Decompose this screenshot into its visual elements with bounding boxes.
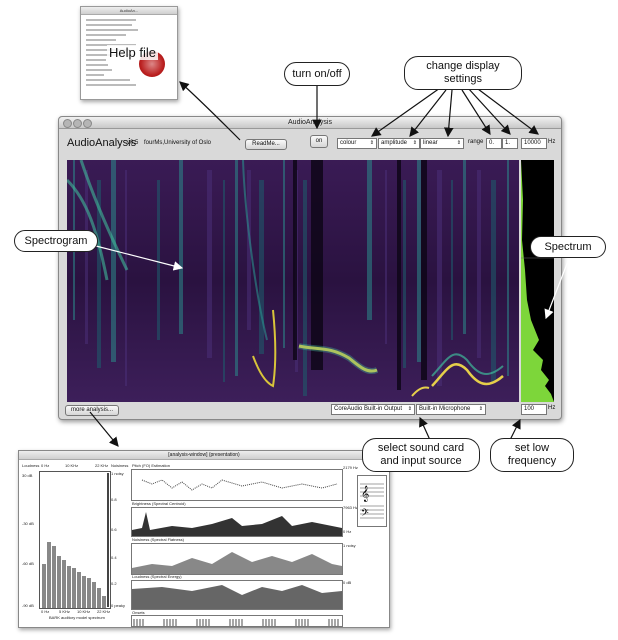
bark-loudness-label: Loudness bbox=[22, 463, 40, 468]
spectrum-display bbox=[521, 160, 554, 402]
max-frequency-field[interactable]: 10000 bbox=[521, 138, 547, 149]
noisiness-scale-2: 0.4 bbox=[111, 555, 117, 560]
music-staff-display: 𝄞 𝄢 bbox=[357, 475, 387, 527]
callout-spectrum: Spectrum bbox=[530, 236, 606, 258]
brightness-trace bbox=[132, 512, 342, 536]
sound-card-value: CoreAudio Built-in Output bbox=[334, 406, 403, 412]
range-label: range bbox=[468, 139, 484, 145]
noisiness-scale-0: 0.8 bbox=[111, 497, 117, 502]
minimize-window-button[interactable] bbox=[73, 119, 82, 128]
callout-low-frequency: set low frequency bbox=[490, 438, 574, 472]
close-window-button[interactable] bbox=[63, 119, 72, 128]
scale-select[interactable]: amplitude ⇕ bbox=[378, 138, 420, 149]
bark-freq-bottom-1: 5 KHz bbox=[59, 609, 70, 614]
noisiness-scale-1: 0.6 bbox=[111, 527, 117, 532]
treble-bass-clef-icon: 𝄞 𝄢 bbox=[360, 483, 384, 521]
pitch-panel bbox=[131, 469, 343, 501]
app-name: AudioAnalysis bbox=[67, 137, 137, 149]
more-analysis-button[interactable]: more analysis... bbox=[65, 405, 119, 416]
bark-db-top: 30 dB bbox=[22, 473, 33, 478]
bark-freq-bottom-0: 0 Hz bbox=[41, 609, 50, 614]
loudness-max: 0 dB bbox=[343, 580, 352, 585]
select-arrows-icon: ⇕ bbox=[456, 140, 461, 146]
noisiness-panel-title: Noisiness (Spectral Flatness) bbox=[132, 537, 185, 542]
max-frequency-unit: Hz bbox=[548, 139, 556, 145]
bark-freq-top-1: 10 KHz bbox=[65, 463, 79, 468]
brightness-max: 7963 Hz bbox=[343, 505, 358, 510]
readme-button[interactable]: ReadMe... bbox=[245, 139, 287, 150]
loudness-panel bbox=[131, 580, 343, 610]
window-title: AudioAnalysis bbox=[288, 119, 332, 126]
noisiness-scale-3: 0.2 bbox=[111, 581, 117, 586]
low-frequency-field[interactable]: 100 bbox=[521, 404, 547, 415]
callout-sound-card: select sound card and input source bbox=[362, 438, 480, 472]
loudness-panel-title: Loudness (Spectral Energy) bbox=[132, 574, 182, 579]
axis-select[interactable]: linear ⇕ bbox=[420, 138, 464, 149]
audio-analysis-window: AudioAnalysis AudioAnalysis v0.5 fourMs,… bbox=[58, 116, 562, 420]
app-version: v0.5 bbox=[127, 140, 139, 146]
zoom-window-button[interactable] bbox=[83, 119, 92, 128]
callout-display-settings: change display settings bbox=[404, 56, 522, 90]
svg-text:𝄢: 𝄢 bbox=[361, 507, 369, 521]
spectrogram-display bbox=[67, 160, 519, 402]
bark-db-bottom: -90 dB bbox=[22, 603, 34, 608]
help-window-title: AudioAn... bbox=[81, 7, 177, 15]
input-source-value: Built-in Microphone bbox=[419, 406, 471, 412]
bark-db-mid1: -30 dB bbox=[22, 521, 34, 526]
range-max-field[interactable]: 1. bbox=[502, 138, 518, 149]
axis-value: linear bbox=[423, 140, 438, 146]
select-arrows-icon: ⇕ bbox=[478, 406, 483, 412]
callout-onoff: turn on/off bbox=[284, 62, 350, 86]
noisiness-label: Noisiness bbox=[111, 463, 129, 468]
noisiness-panel bbox=[131, 543, 343, 575]
bark-freq-bottom-2: 10 KHz bbox=[77, 609, 91, 614]
bark-spectrum-chart bbox=[39, 471, 111, 609]
noisy-label: 1 noisy bbox=[111, 471, 124, 476]
help-file-label: Help file bbox=[107, 45, 158, 60]
select-arrows-icon: ⇕ bbox=[369, 140, 374, 146]
brightness-panel-title: Brightness (Spectral Centroid) bbox=[132, 501, 186, 506]
analysis-window-title: [analysis-window] (presentation) bbox=[19, 451, 389, 460]
low-frequency-unit: Hz bbox=[548, 405, 556, 411]
onsets-panel-title: Onsets bbox=[132, 610, 145, 615]
bark-db-mid2: -60 dB bbox=[22, 561, 34, 566]
brightness-min: 0 Hz bbox=[343, 529, 352, 534]
noisiness-trace bbox=[132, 552, 342, 574]
bark-freq-top-2: 22 KHz bbox=[95, 463, 109, 468]
range-min-field[interactable]: 0. bbox=[486, 138, 502, 149]
bark-caption: BARK auditory model spectrum bbox=[49, 615, 105, 620]
brightness-panel bbox=[131, 507, 343, 537]
onoff-button[interactable]: on bbox=[310, 135, 328, 148]
onsets-trace bbox=[133, 619, 339, 626]
display-mode-select[interactable]: colour ⇕ bbox=[337, 138, 377, 149]
scale-value: amplitude bbox=[381, 140, 408, 146]
onsets-panel bbox=[131, 615, 343, 627]
app-organization: fourMs,University of Oslo bbox=[144, 140, 212, 146]
loudness-trace bbox=[132, 585, 342, 609]
input-source-select[interactable]: Built-in Microphone ⇕ bbox=[416, 404, 486, 415]
select-arrows-icon: ⇕ bbox=[412, 140, 417, 146]
bark-freq-top-0: 0 Hz bbox=[41, 463, 50, 468]
display-mode-value: colour bbox=[340, 140, 357, 146]
select-arrows-icon: ⇕ bbox=[407, 406, 412, 412]
help-file-window: AudioAn... Help file bbox=[80, 6, 178, 100]
svg-text:𝄞: 𝄞 bbox=[361, 486, 369, 502]
title-bar: AudioAnalysis bbox=[59, 117, 561, 129]
noisiness-max: 1 noisy bbox=[343, 543, 356, 548]
peaky-label: 0 peaky bbox=[111, 603, 126, 608]
pitch-trace bbox=[141, 479, 338, 491]
pitch-max: 2179 Hz bbox=[343, 465, 358, 470]
analysis-window: [analysis-window] (presentation) Loudnes… bbox=[18, 450, 390, 628]
sound-card-select[interactable]: CoreAudio Built-in Output ⇕ bbox=[331, 404, 415, 415]
pitch-panel-title: Pitch (FO) Estimation bbox=[132, 463, 171, 468]
noisiness-meter bbox=[107, 473, 109, 607]
bark-freq-bottom-3: 22 KHz bbox=[97, 609, 111, 614]
callout-spectrogram: Spectrogram bbox=[14, 230, 98, 252]
